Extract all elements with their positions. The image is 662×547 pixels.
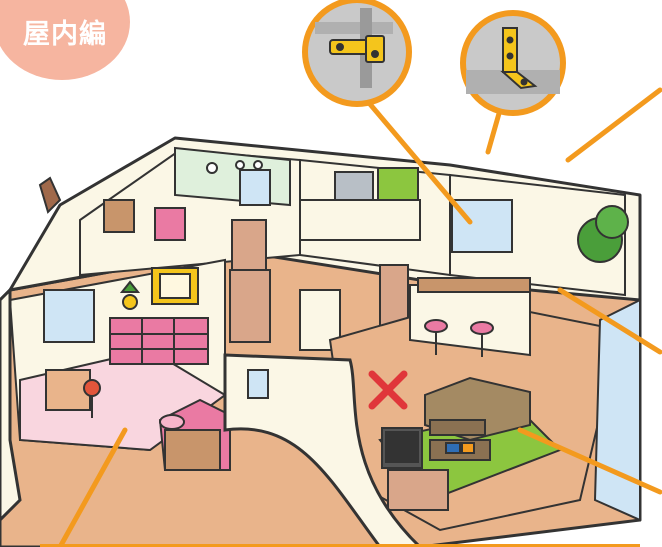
bathroom bbox=[174, 146, 291, 207]
front-wall bbox=[223, 353, 423, 547]
callout-l-bracket bbox=[460, 10, 566, 116]
kitchen bbox=[299, 167, 421, 241]
badge bbox=[0, 0, 130, 80]
living-room bbox=[328, 199, 641, 532]
red-x-icon bbox=[368, 370, 408, 410]
left-wall bbox=[0, 286, 22, 523]
badge-label: 屋内編 bbox=[23, 18, 107, 50]
callout-latch bbox=[302, 0, 412, 107]
l-angle-bracket-icon bbox=[500, 27, 538, 90]
latch-bracket-icon bbox=[329, 35, 385, 63]
callout-lines bbox=[57, 87, 662, 547]
bedroom bbox=[8, 258, 231, 471]
chimney bbox=[38, 176, 62, 214]
